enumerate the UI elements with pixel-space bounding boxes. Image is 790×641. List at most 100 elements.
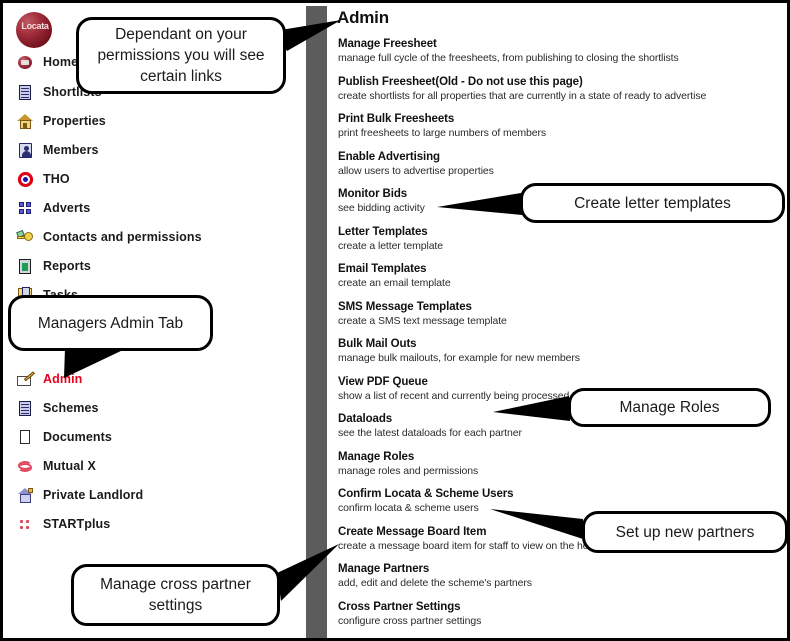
sidebar-item-label: Home — [43, 55, 79, 69]
admin-link-title[interactable]: Cross Partner Settings — [338, 600, 461, 613]
admin-link-title[interactable]: Bulk Mail Outs — [338, 338, 417, 350]
member-person-icon — [16, 141, 34, 159]
admin-link-description: create a letter template — [338, 239, 443, 252]
sidebar-item-label: Private Landlord — [43, 488, 144, 502]
private-landlord-icon — [16, 486, 34, 504]
sidebar-item-label: STARTplus — [43, 517, 111, 531]
sidebar-item-adverts[interactable]: Adverts — [16, 197, 90, 219]
admin-pencil-icon — [16, 370, 35, 388]
logo-label: Locata — [21, 21, 49, 31]
logo-sphere — [16, 12, 52, 48]
admin-link-description: manage bulk mailouts, for example for ne… — [338, 352, 580, 364]
admin-link-title[interactable]: Manage Roles — [338, 450, 415, 463]
sidebar-item-home[interactable]: Home — [16, 51, 78, 73]
admin-link-description: print freesheets to large numbers of mem… — [338, 127, 547, 139]
sidebar-item-schemes[interactable]: Schemes — [16, 397, 99, 419]
admin-link-title[interactable]: Letter Templates — [338, 225, 428, 238]
admin-link-list: Manage Freesheet manage full cycle of the… — [338, 34, 787, 638]
home-icon — [16, 53, 34, 71]
sidebar-item-properties[interactable]: Properties — [16, 110, 106, 132]
callout-managers-admin-tab: Managers Admin Tab — [8, 295, 213, 351]
house-icon — [16, 112, 34, 130]
admin-link-description: create a SMS text message template — [338, 314, 507, 327]
admin-link-item[interactable]: Manage Journal Categoriesshow a list of … — [338, 634, 787, 638]
admin-link-description: configure cross partner settings — [338, 614, 482, 627]
sidebar-item-mutual-x[interactable]: Mutual X — [16, 455, 96, 477]
admin-link-title[interactable]: Manage Partners — [338, 563, 430, 575]
callout-manage-cross-partner-settings: Manage cross partner settings — [71, 564, 280, 626]
sidebar-item-label: Adverts — [43, 201, 91, 215]
sidebar-item-tho[interactable]: THO — [16, 168, 70, 190]
admin-link-item[interactable]: Manage Partners add, edit and delete the … — [338, 559, 787, 590]
admin-link-description: confirm locata & scheme users — [338, 502, 479, 514]
admin-link-description: create shortlists for all properties tha… — [338, 89, 707, 102]
shortlist-book-icon — [16, 83, 34, 101]
admin-link-description: see bidding activity — [338, 202, 425, 214]
sidebar-item-documents[interactable]: Documents — [16, 426, 112, 448]
adverts-grid-icon — [16, 199, 34, 217]
admin-link-title[interactable]: Manage Journal Categories — [338, 637, 486, 638]
reports-icon — [16, 257, 34, 275]
sidebar-item-members[interactable]: Members — [16, 139, 99, 161]
callout-set-up-new-partners: Set up new partners — [582, 511, 787, 553]
admin-link-item[interactable]: Email Templates create an email template — [338, 259, 787, 290]
admin-link-title[interactable]: Manage Freesheet — [338, 38, 437, 50]
admin-link-title[interactable]: Print Bulk Freesheets — [338, 113, 455, 125]
admin-link-description: see the latest dataloads for each partne… — [338, 427, 522, 439]
admin-link-title[interactable]: SMS Message Templates — [338, 300, 472, 313]
callout-manage-roles: Manage Roles — [568, 388, 771, 427]
locata-logo-icon[interactable]: Locata — [16, 12, 54, 48]
sidebar-item-label: Contacts and permissions — [43, 230, 202, 244]
admin-link-description: manage roles and permissions — [338, 464, 479, 477]
sidebar-item-label: Members — [43, 143, 99, 157]
callout-create-letter-templates: Create letter templates — [520, 183, 785, 223]
callout-permissions: Dependant on your permissions you will s… — [76, 17, 286, 94]
sidebar-item-label: Documents — [43, 430, 112, 444]
admin-link-description: add, edit and delete the scheme's partne… — [338, 577, 532, 589]
sidebar-item-reports[interactable]: Reports — [16, 255, 91, 277]
mutual-exchange-icon — [16, 457, 34, 475]
admin-link-title[interactable]: Create Message Board Item — [338, 525, 487, 538]
admin-link-description: allow users to advertise properties — [338, 164, 494, 177]
admin-link-title[interactable]: View PDF Queue — [338, 375, 428, 388]
sidebar-item-label: Properties — [43, 114, 106, 128]
sidebar-item-startplus[interactable]: STARTplus — [16, 513, 110, 535]
admin-link-title[interactable]: Dataloads — [338, 413, 393, 425]
vertical-divider — [306, 6, 327, 638]
sidebar-item-contacts-and-permissions[interactable]: Contacts and permissions — [16, 226, 202, 248]
sidebar-item-admin[interactable]: Admin — [16, 368, 82, 390]
sidebar-item-label: Reports — [43, 259, 91, 273]
admin-link-title[interactable]: Email Templates — [338, 263, 427, 275]
admin-link-title[interactable]: Confirm Locata & Scheme Users — [338, 488, 514, 500]
sidebar-item-label: Admin — [43, 372, 83, 386]
admin-link-item[interactable]: Dataloads see the latest dataloads for ea… — [338, 409, 787, 440]
startplus-dots-icon — [16, 515, 34, 533]
admin-link-item[interactable]: Print Bulk Freesheets print freesheets to… — [338, 109, 787, 140]
documents-icon — [16, 428, 34, 446]
schemes-book-icon — [16, 399, 34, 417]
admin-link-item[interactable]: Confirm Locata & Scheme Users confirm loc… — [338, 484, 787, 515]
admin-link-title[interactable]: Enable Advertising — [338, 150, 440, 163]
sidebar-item-label: Mutual X — [43, 459, 96, 473]
admin-link-title[interactable]: Publish Freesheet(Old - Do not use this … — [338, 75, 583, 88]
admin-link-item[interactable]: Bulk Mail Outs manage bulk mailouts, for … — [338, 334, 787, 365]
admin-link-description: create an email template — [338, 277, 451, 289]
admin-link-item[interactable]: Monitor Bids see bidding activity — [338, 184, 787, 215]
tho-target-icon — [16, 170, 34, 188]
admin-link-description: create a message board item for staff to… — [338, 539, 626, 552]
sidebar-item-private-landlord[interactable]: Private Landlord — [16, 484, 143, 506]
key-permissions-icon — [16, 228, 34, 246]
admin-link-description: manage full cycle of the freesheets, fro… — [338, 52, 679, 64]
sidebar-item-label: THO — [43, 172, 70, 186]
admin-link-item[interactable]: Manage Freesheet manage full cycle of the… — [338, 34, 787, 65]
admin-link-title[interactable]: Monitor Bids — [338, 188, 408, 200]
admin-link-item[interactable]: Publish Freesheet(Old - Do not use this … — [338, 72, 787, 103]
page-title: Admin — [337, 8, 389, 27]
